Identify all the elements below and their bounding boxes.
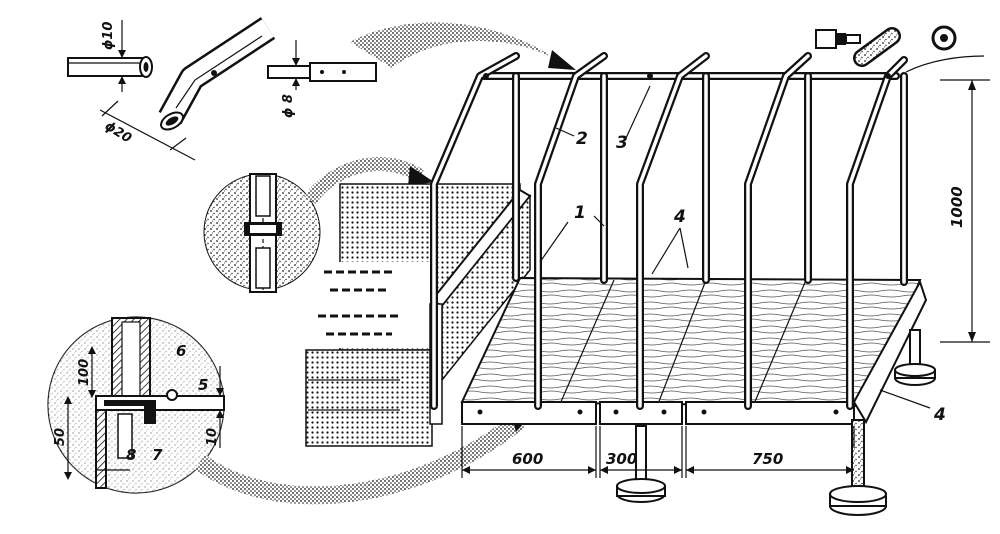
- span-right-label: 750: [752, 450, 783, 468]
- pipe-d10-label: ϕ10: [101, 22, 116, 50]
- callout-1: 1: [574, 203, 586, 223]
- base-joint-magnifier: 100 50 10: [47, 316, 530, 505]
- callout-6: 6: [176, 342, 186, 360]
- detail-height-label: 50: [53, 428, 68, 446]
- height-dimension: [940, 79, 990, 343]
- span-dimensions: [461, 426, 855, 478]
- connector-detail: [815, 25, 985, 73]
- pin-d8-detail: ϕ 8: [267, 40, 377, 118]
- side-step-box: [305, 183, 532, 447]
- span-left-label: 600: [512, 450, 543, 468]
- detail-gap-label: 10: [205, 428, 220, 446]
- callout-2: 2: [576, 129, 588, 149]
- railing-frame: [430, 52, 908, 410]
- callout-8: 8: [126, 446, 136, 464]
- span-middle-label: 300: [606, 450, 637, 468]
- swoosh-arrow-top: [350, 22, 576, 70]
- pin-joint-magnifier: [203, 157, 434, 293]
- callout-4-top: 4: [673, 207, 686, 227]
- height-label: 1000: [948, 186, 966, 228]
- callout-4-right: 4: [933, 405, 946, 425]
- pipe-d10-detail: ϕ10: [67, 20, 153, 92]
- callout-7: 7: [152, 446, 163, 464]
- floor-platform: [460, 276, 928, 425]
- adjustable-feet: [616, 329, 936, 516]
- pin-d8-label: ϕ 8: [281, 94, 296, 118]
- pipe-d20-label: ϕ20: [102, 119, 134, 147]
- callout-5: 5: [198, 376, 208, 394]
- bent-pipe-d20-detail: ϕ20: [99, 17, 276, 161]
- detail-offset-label: 100: [77, 359, 92, 386]
- callout-3: 3: [616, 133, 628, 153]
- callout-leaders: [539, 85, 931, 409]
